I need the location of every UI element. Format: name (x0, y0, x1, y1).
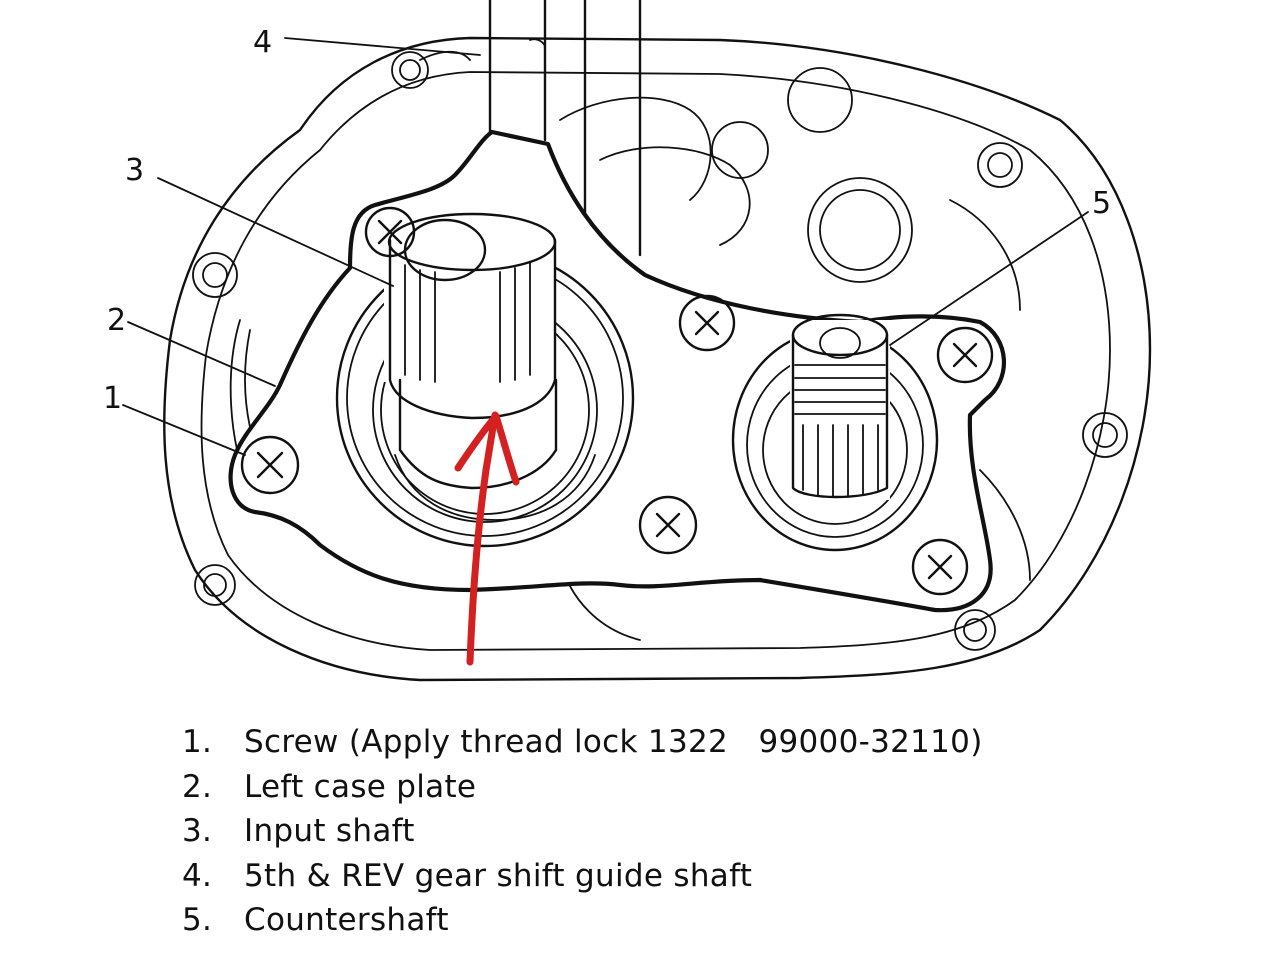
legend-item: 1. Screw (Apply thread lock 1322 99000-32… (182, 720, 983, 765)
legend-text: 5th & REV gear shift guide shaft (244, 857, 753, 894)
callout-4: 4 (253, 25, 272, 60)
legend-number: 4. (182, 857, 213, 894)
screw-icon (638, 495, 698, 555)
screw-icon (936, 326, 994, 384)
legend-number: 2. (182, 768, 213, 805)
legend-item: 3. Input shaft (182, 809, 983, 854)
legend-number: 1. (182, 724, 213, 760)
legend-text: Left case plate (244, 768, 477, 805)
callout-1: 1 (103, 381, 122, 416)
legend-text: Screw (Apply thread lock 1322 99000-3211… (244, 724, 983, 760)
screw-icon (364, 206, 416, 258)
legend-text: Countershaft (244, 902, 449, 938)
callout-5: 5 (1092, 186, 1111, 221)
parts-legend: 1. Screw (Apply thread lock 1322 99000-32… (182, 720, 983, 943)
legend-text: Input shaft (244, 813, 415, 849)
legend-number: 5. (182, 902, 213, 938)
legend-item: 2. Left case plate (182, 765, 983, 810)
screw-icons (240, 206, 994, 596)
legend-item: 5. Countershaft (182, 898, 983, 943)
screw-icon (240, 435, 300, 495)
legend-number: 3. (182, 813, 213, 849)
screw-icon (911, 538, 969, 596)
screw-icon (678, 294, 736, 352)
callout-3: 3 (125, 153, 144, 188)
leader-lines (122, 37, 1089, 456)
input-shaft (335, 212, 635, 548)
legend-item: 4. 5th & REV gear shift guide shaft (182, 854, 983, 899)
countershaft (731, 313, 939, 552)
red-arrow-annotation (454, 411, 520, 666)
guide-shaft (488, 0, 642, 257)
callout-2: 2 (107, 303, 126, 338)
